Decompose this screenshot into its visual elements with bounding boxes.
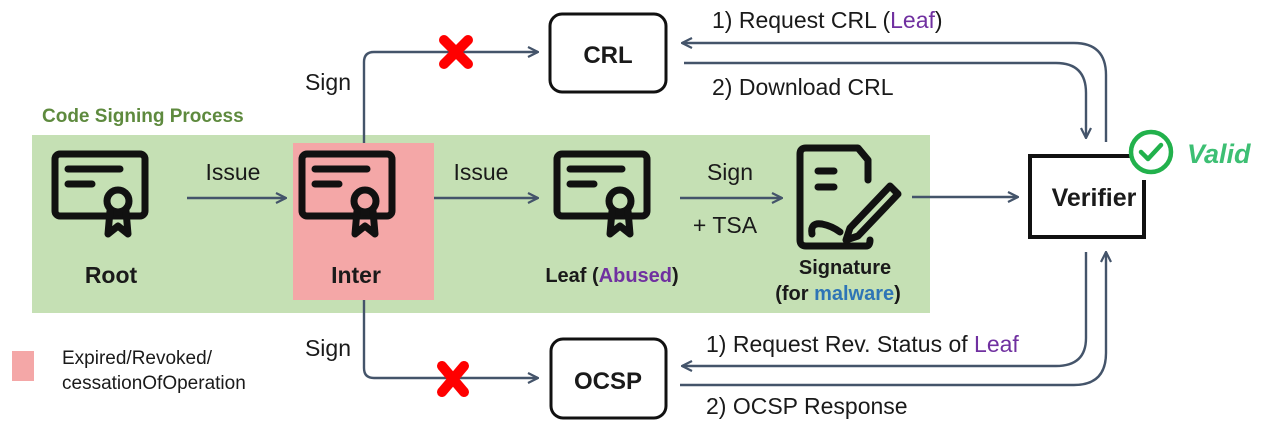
signature-document-icon bbox=[796, 144, 902, 250]
sign-label: Sign bbox=[707, 159, 753, 185]
ocsp-request-label: 1) Request Rev. Status of Leaf bbox=[706, 331, 1019, 357]
root-label: Root bbox=[85, 262, 138, 288]
blocked-cross-icon bbox=[437, 361, 469, 397]
process-region bbox=[32, 135, 930, 313]
ocsp-sign-label: Sign bbox=[305, 335, 351, 361]
ocsp-box bbox=[549, 337, 668, 420]
leaf-node: Leaf (Abused) bbox=[545, 154, 679, 287]
verifier-box bbox=[1028, 154, 1146, 239]
signature-label: Signature bbox=[799, 257, 891, 279]
crl-download-label: 2) Download CRL bbox=[712, 74, 894, 100]
sign-arrow-inter-ocsp bbox=[362, 300, 538, 378]
signature-node: Signature (for malware) bbox=[775, 144, 902, 305]
sign-arrow-inter-crl bbox=[362, 52, 538, 143]
legend-line-1: Expired/Revoked/ bbox=[62, 348, 213, 369]
issue-label-2: Issue bbox=[454, 159, 509, 185]
legend-swatch bbox=[12, 351, 34, 381]
ocsp-request-arrow bbox=[682, 252, 1088, 366]
crl-request-arrow bbox=[682, 43, 1108, 142]
tsa-label: + TSA bbox=[693, 212, 758, 238]
root-node: Root bbox=[55, 154, 145, 288]
ocsp-response-label: 2) OCSP Response bbox=[706, 393, 908, 419]
inter-label: Inter bbox=[331, 262, 381, 288]
crl-sign-label: Sign bbox=[305, 69, 351, 95]
issue-label-1: Issue bbox=[206, 159, 261, 185]
crl-box bbox=[548, 12, 668, 94]
crl-request-label: 1) Request CRL (Leaf) bbox=[712, 7, 943, 33]
valid-label: Valid bbox=[1187, 139, 1251, 169]
ocsp-label: OCSP bbox=[574, 368, 642, 395]
ocsp-response-arrow bbox=[680, 252, 1106, 387]
crl-download-arrow bbox=[684, 61, 1086, 138]
check-circle-icon bbox=[1128, 129, 1174, 175]
verifier-label: Verifier bbox=[1052, 184, 1137, 212]
legend: Expired/Revoked/ cessationOfOperation bbox=[12, 348, 246, 394]
legend-line-2: cessationOfOperation bbox=[62, 373, 246, 394]
verifier-node: Verifier bbox=[1028, 154, 1146, 239]
inter-node: Inter bbox=[302, 154, 392, 288]
process-title: Code Signing Process bbox=[42, 106, 244, 127]
blocked-cross-icon bbox=[439, 35, 473, 69]
crl-label: CRL bbox=[583, 42, 632, 69]
leaf-label: Leaf (Abused) bbox=[545, 265, 678, 287]
signature-sublabel: (for malware) bbox=[775, 283, 901, 305]
